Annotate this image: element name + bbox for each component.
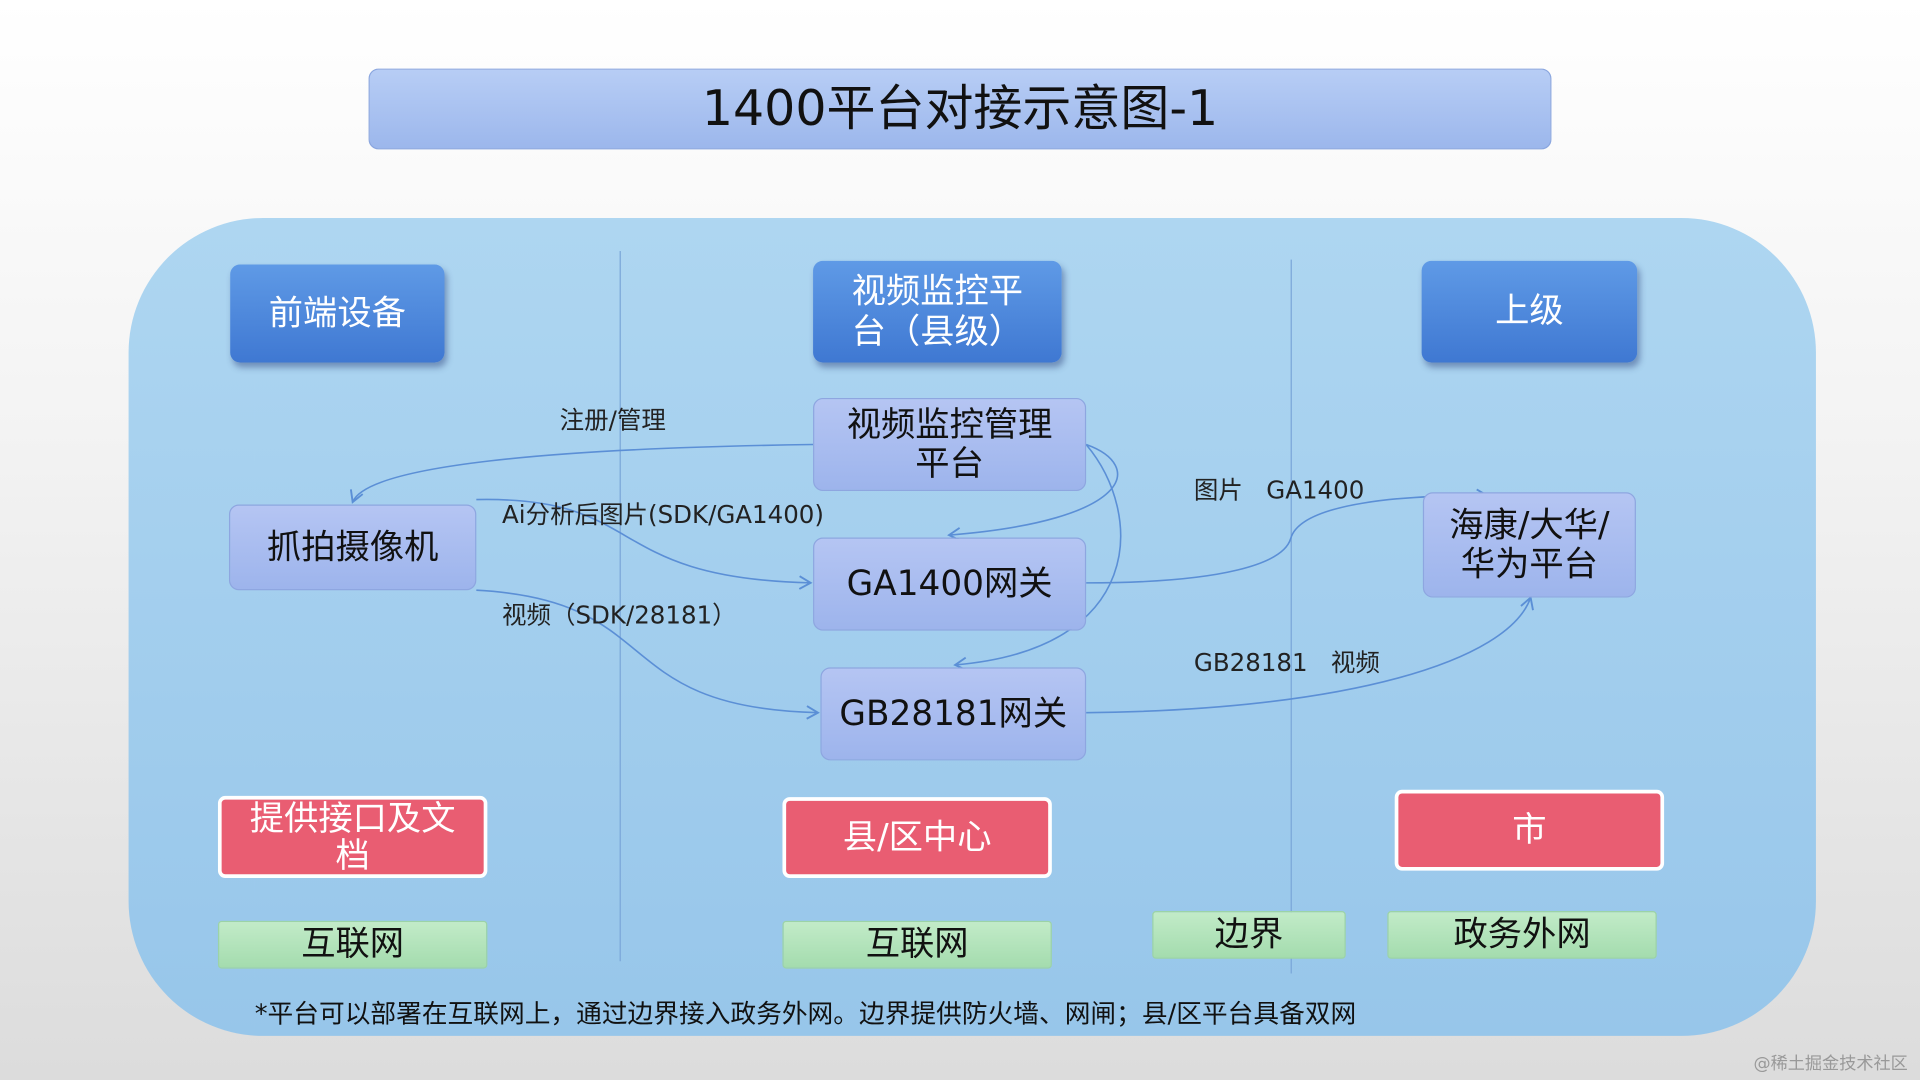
- column-header-platform: 视频监控平 台（县级）: [813, 260, 1062, 363]
- network-county: 互联网: [782, 920, 1052, 969]
- edge-ai-image: [476, 498, 813, 590]
- node-vendor-platform: 海康/大华/ 华为平台: [1422, 492, 1636, 598]
- edge-label-video: 视频（SDK/28181）: [502, 600, 737, 630]
- network-front: 互联网: [217, 920, 488, 969]
- edge-label-gb28181-video: GB28181 视频: [1193, 647, 1380, 678]
- node-management-platform: 视频监控管理 平台: [813, 397, 1087, 492]
- edge-gb28181-upper: [1086, 595, 1534, 714]
- edge-ga1400-upper: [1086, 488, 1490, 584]
- node-capture-camera: 抓拍摄像机: [228, 504, 477, 591]
- location-city: 市: [1394, 789, 1665, 871]
- edge-mgmt-gb28181: [953, 443, 1122, 672]
- edge-video: [476, 589, 820, 720]
- edge-label-image-ga1400: 图片 GA1400: [1193, 475, 1365, 505]
- edge-label-ai-image: Ai分析后图片(SDK/GA1400): [502, 499, 824, 529]
- network-border: 边界: [1152, 911, 1346, 959]
- node-gb28181-gateway: GB28181网关: [820, 667, 1087, 761]
- location-county: 县/区中心: [782, 797, 1052, 878]
- edge-register: [349, 443, 814, 504]
- edge-mgmt-ga1400: [947, 443, 1119, 542]
- location-front: 提供接口及文 档: [217, 795, 488, 878]
- node-ga1400-gateway: GA1400网关: [813, 537, 1087, 631]
- footnote: *平台可以部署在互联网上，通过边界接入政务外网。边界提供防火墙、网闸；县/区平台…: [254, 999, 1357, 1029]
- edge-label-register: 注册/管理: [559, 405, 666, 435]
- network-gov: 政务外网: [1387, 911, 1657, 959]
- column-header-front: 前端设备: [230, 264, 445, 363]
- column-header-upper: 上级: [1421, 260, 1638, 363]
- column-divider: [1290, 259, 1292, 974]
- column-divider: [619, 251, 621, 962]
- watermark: @稀土掘金技术社区: [1753, 1054, 1908, 1074]
- page-title: 1400平台对接示意图-1: [368, 68, 1552, 150]
